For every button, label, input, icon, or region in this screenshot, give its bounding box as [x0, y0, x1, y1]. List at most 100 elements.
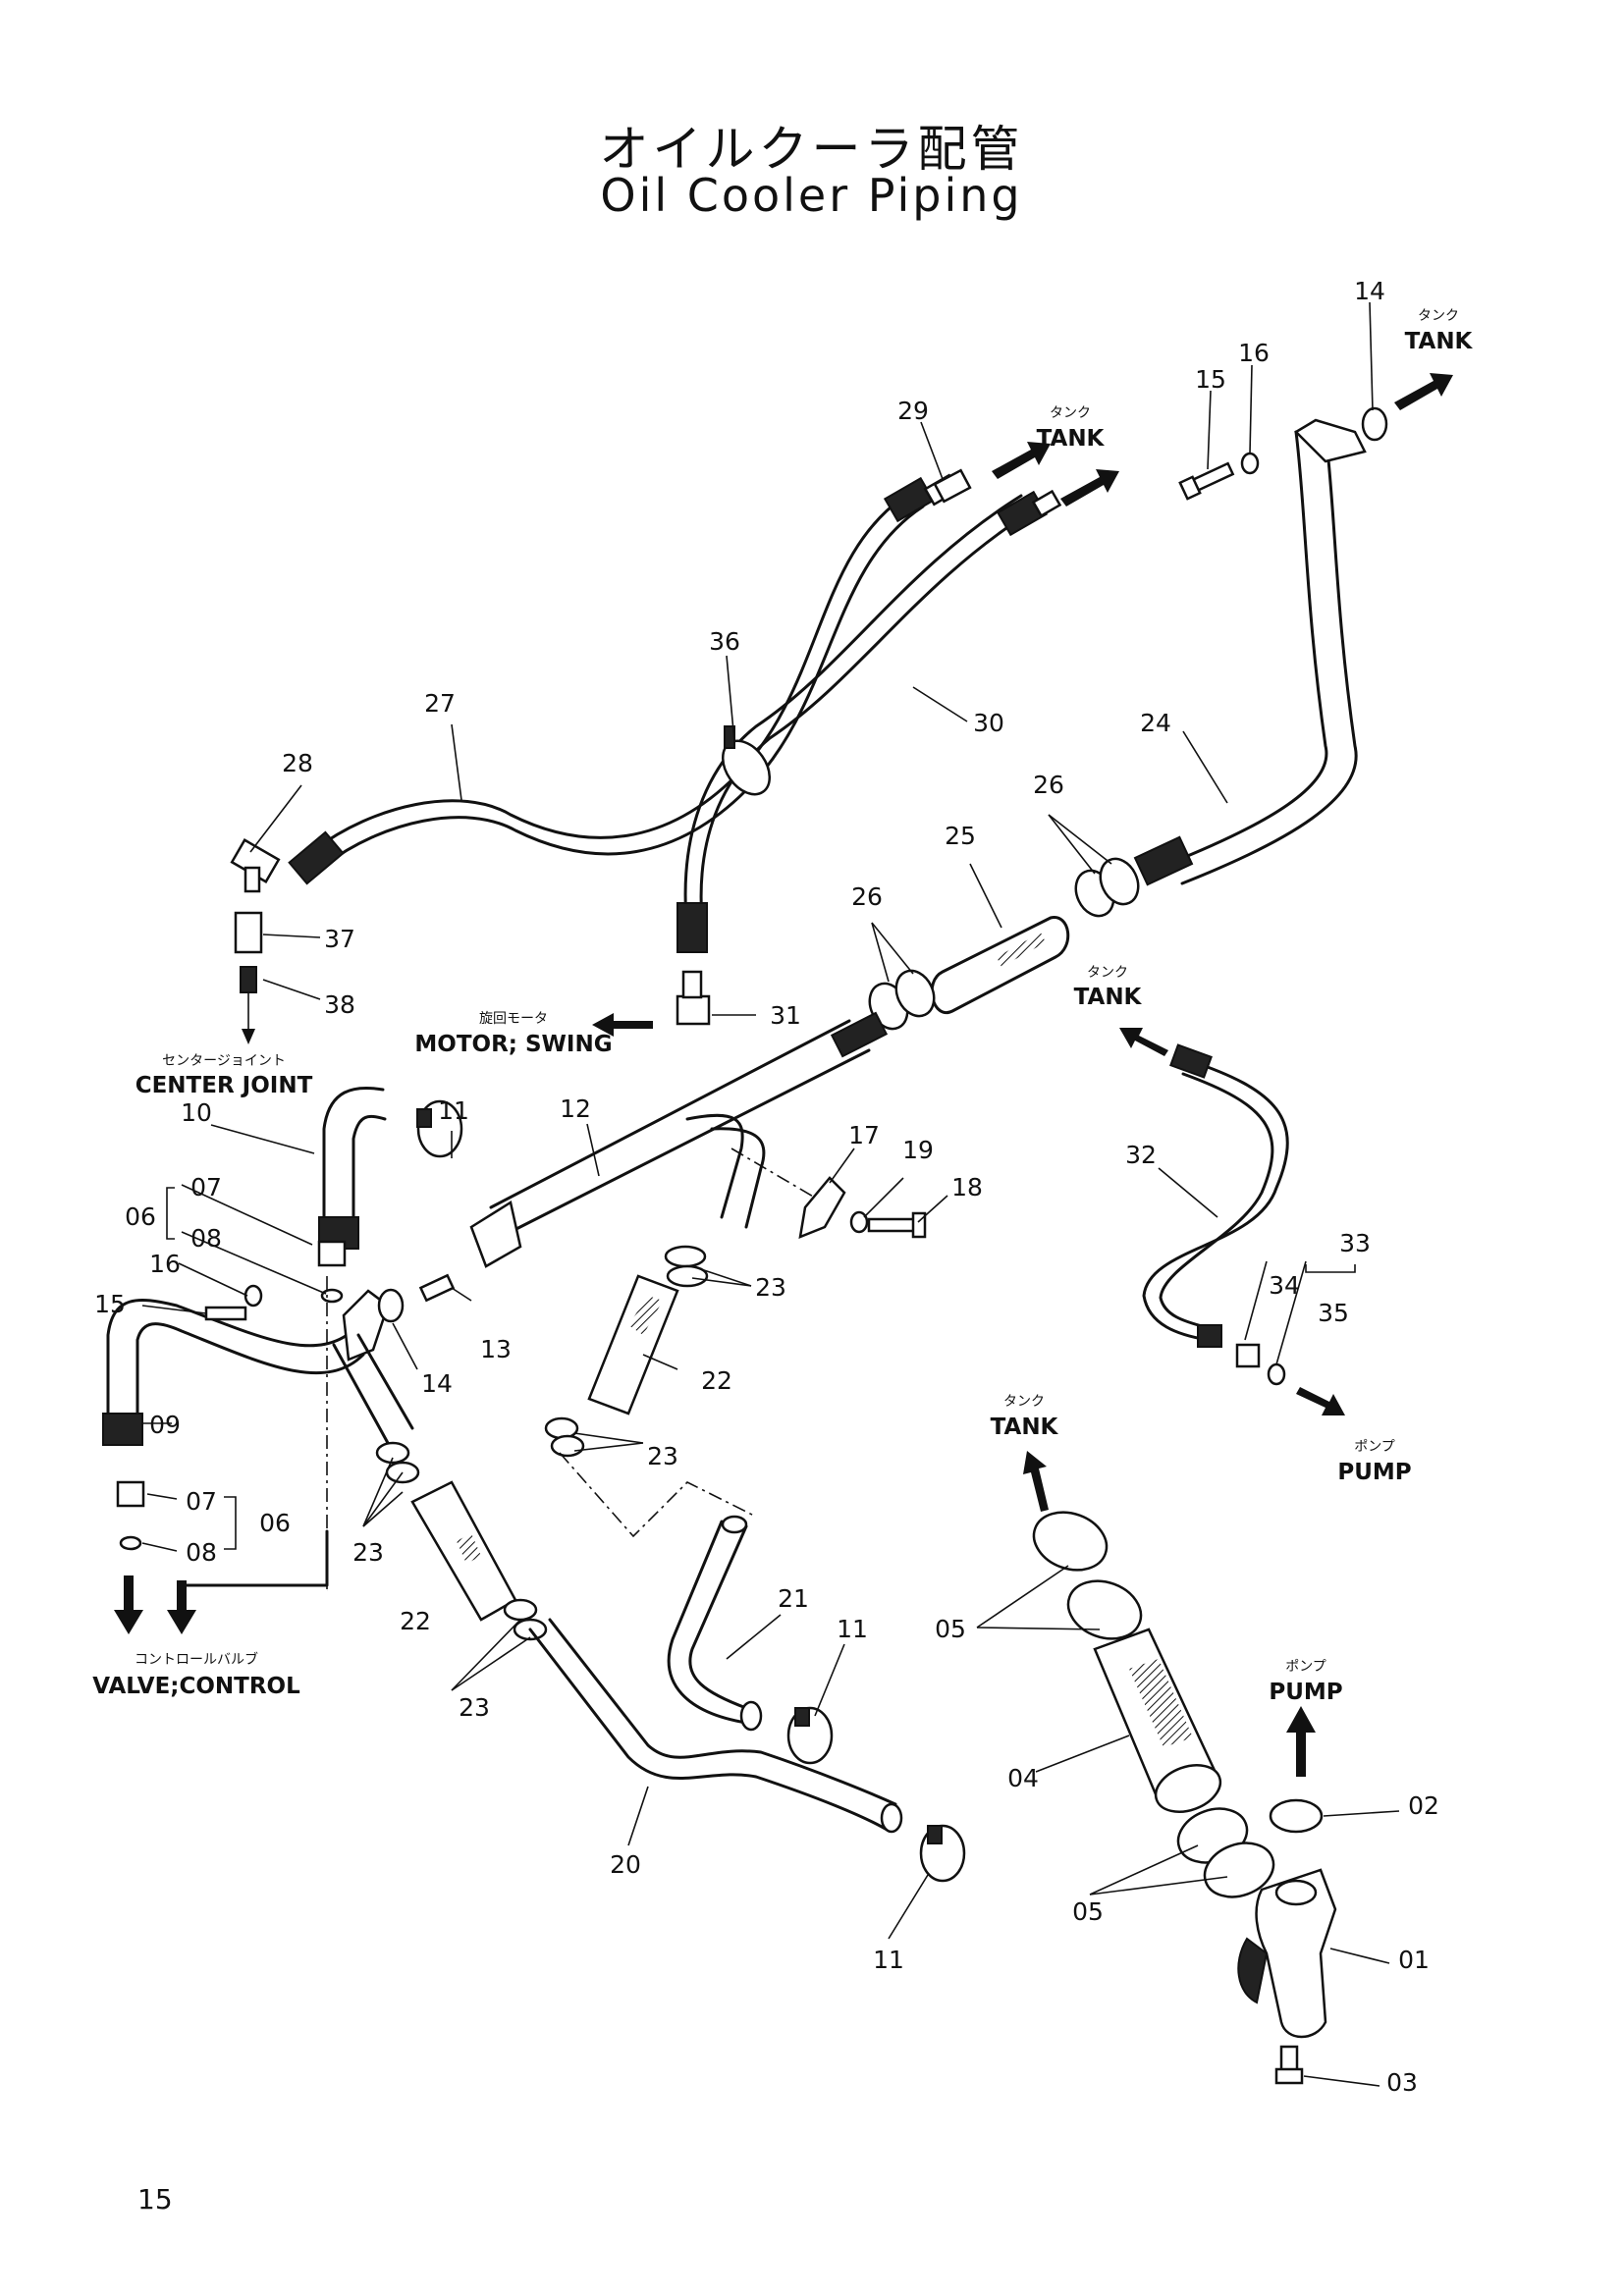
control-valve-label: VALVE;CONTROL [92, 1674, 300, 1699]
part-label-36: 36 [709, 627, 740, 656]
part-label-30: 30 [973, 709, 1004, 737]
part-label-34: 34 [1269, 1271, 1300, 1300]
clamps-26 [868, 857, 1140, 1031]
part-label-13: 13 [480, 1335, 512, 1363]
clamp-36 [721, 725, 772, 796]
pipe-10 [318, 1086, 387, 1250]
part-label-23-left: 23 [352, 1538, 384, 1567]
hose-04 [1093, 1628, 1222, 1813]
part-label-20: 20 [610, 1850, 641, 1879]
clamps-05-lower [1176, 1807, 1275, 1898]
tank-4-label: TANK [991, 1415, 1059, 1440]
part-label-16-left: 16 [149, 1250, 181, 1278]
part-label-22-left: 22 [400, 1607, 431, 1635]
part-label-33: 33 [1339, 1229, 1371, 1257]
part-label-26-lower: 26 [851, 882, 883, 911]
oring-08-bottom [119, 1535, 142, 1551]
elbow-28 [230, 838, 281, 893]
motor-swing-jp: 旋回モータ [479, 1011, 548, 1027]
oring-08-top [320, 1288, 344, 1304]
part-label-05-lower: 05 [1072, 1897, 1104, 1926]
title-english: Oil Cooler Piping [600, 169, 1023, 222]
part-label-24: 24 [1140, 709, 1171, 737]
pipe-24 [1133, 418, 1367, 886]
oring-02 [1269, 1798, 1324, 1834]
leader-lines [141, 301, 1400, 2087]
part-label-05-upper: 05 [935, 1615, 966, 1643]
part-label-18: 18 [951, 1173, 983, 1201]
hose-32 [1142, 1043, 1289, 1348]
part-label-37: 37 [324, 925, 355, 953]
washer-16-left [243, 1284, 263, 1308]
center-joint-label: CENTER JOINT [135, 1073, 313, 1098]
hose-25 [930, 916, 1070, 1015]
bolt-18 [867, 1211, 927, 1239]
part-label-01: 01 [1398, 1946, 1430, 1974]
clamps-05-upper [1032, 1511, 1143, 1640]
title-japanese: オイルクーラ配管 [599, 121, 1024, 178]
part-label-14-left: 14 [421, 1369, 453, 1398]
part-label-26: 26 [1033, 771, 1064, 799]
hose-30 [683, 494, 1035, 933]
washer-16-top [1240, 452, 1260, 475]
oring-35 [1267, 1362, 1286, 1386]
pump-2-jp: ポンプ [1285, 1659, 1326, 1675]
part-label-07-bottom: 07 [186, 1487, 217, 1516]
part-label-22-right: 22 [701, 1366, 732, 1395]
tank-2-jp: タンク [1050, 405, 1091, 421]
part-label-27: 27 [424, 689, 456, 718]
oring-14-top [1361, 406, 1388, 442]
pump-2-label: PUMP [1269, 1680, 1342, 1705]
part-label-03: 03 [1386, 2068, 1418, 2097]
flow-arrows [114, 373, 1453, 1777]
fitting-07-bottom [116, 1480, 145, 1508]
motor-swing-label: MOTOR; SWING [414, 1032, 612, 1057]
hose-27 [312, 489, 925, 868]
tank-1-label: TANK [1405, 329, 1474, 354]
part-label-38: 38 [324, 990, 355, 1019]
part-label-23-upper: 23 [755, 1273, 786, 1302]
washer-19 [849, 1210, 869, 1234]
fitting-38 [240, 966, 257, 993]
bolt-13 [418, 1273, 456, 1303]
pump-1-jp: ポンプ [1354, 1439, 1395, 1455]
destination-labels: タンク TANK タンク TANK タンク TANK タンク TANK 旋回モー… [92, 308, 1473, 1705]
part-label-25: 25 [945, 822, 976, 850]
pump-1-label: PUMP [1337, 1460, 1411, 1485]
fitting-34 [1235, 1343, 1261, 1368]
tank-3-jp: タンク [1087, 965, 1128, 981]
part-label-35: 35 [1318, 1299, 1349, 1327]
part-label-28: 28 [282, 749, 313, 777]
part-label-06-top: 06 [125, 1202, 156, 1231]
part-label-31: 31 [770, 1001, 801, 1030]
part-label-11-middle: 11 [837, 1615, 868, 1643]
oring-14-left [377, 1288, 405, 1323]
part-label-11-bottom: 11 [873, 1946, 904, 1974]
part-label-29: 29 [897, 397, 929, 425]
flange-left [342, 1289, 390, 1362]
part-label-19: 19 [902, 1136, 934, 1164]
part-label-10: 10 [181, 1098, 212, 1127]
elbow-01 [1237, 1868, 1337, 2039]
part-label-23-lower: 23 [459, 1693, 490, 1722]
part-label-32: 32 [1125, 1141, 1157, 1169]
part-label-09: 09 [149, 1411, 181, 1439]
pipe-09 [102, 1299, 365, 1446]
part-label-17: 17 [848, 1121, 880, 1149]
clamp-11-middle [786, 1706, 834, 1765]
group-brackets [166, 1187, 1356, 1550]
fitting-07-top [317, 1240, 347, 1267]
clamp-11-bottom [919, 1824, 966, 1883]
part-label-15: 15 [1195, 365, 1226, 394]
hose-27-end-fittings [288, 473, 1062, 953]
pipe-21 [667, 1515, 763, 1732]
bolt-03 [1274, 2045, 1304, 2085]
part-label-23-mid: 23 [647, 1442, 678, 1470]
bolt-15-left [204, 1306, 247, 1321]
tank-3-label: TANK [1074, 985, 1143, 1010]
part-label-14: 14 [1354, 277, 1385, 305]
clamp-11-top [416, 1099, 463, 1158]
part-label-04: 04 [1007, 1764, 1039, 1792]
part-label-12: 12 [560, 1095, 591, 1123]
bracket-17 [798, 1176, 846, 1239]
